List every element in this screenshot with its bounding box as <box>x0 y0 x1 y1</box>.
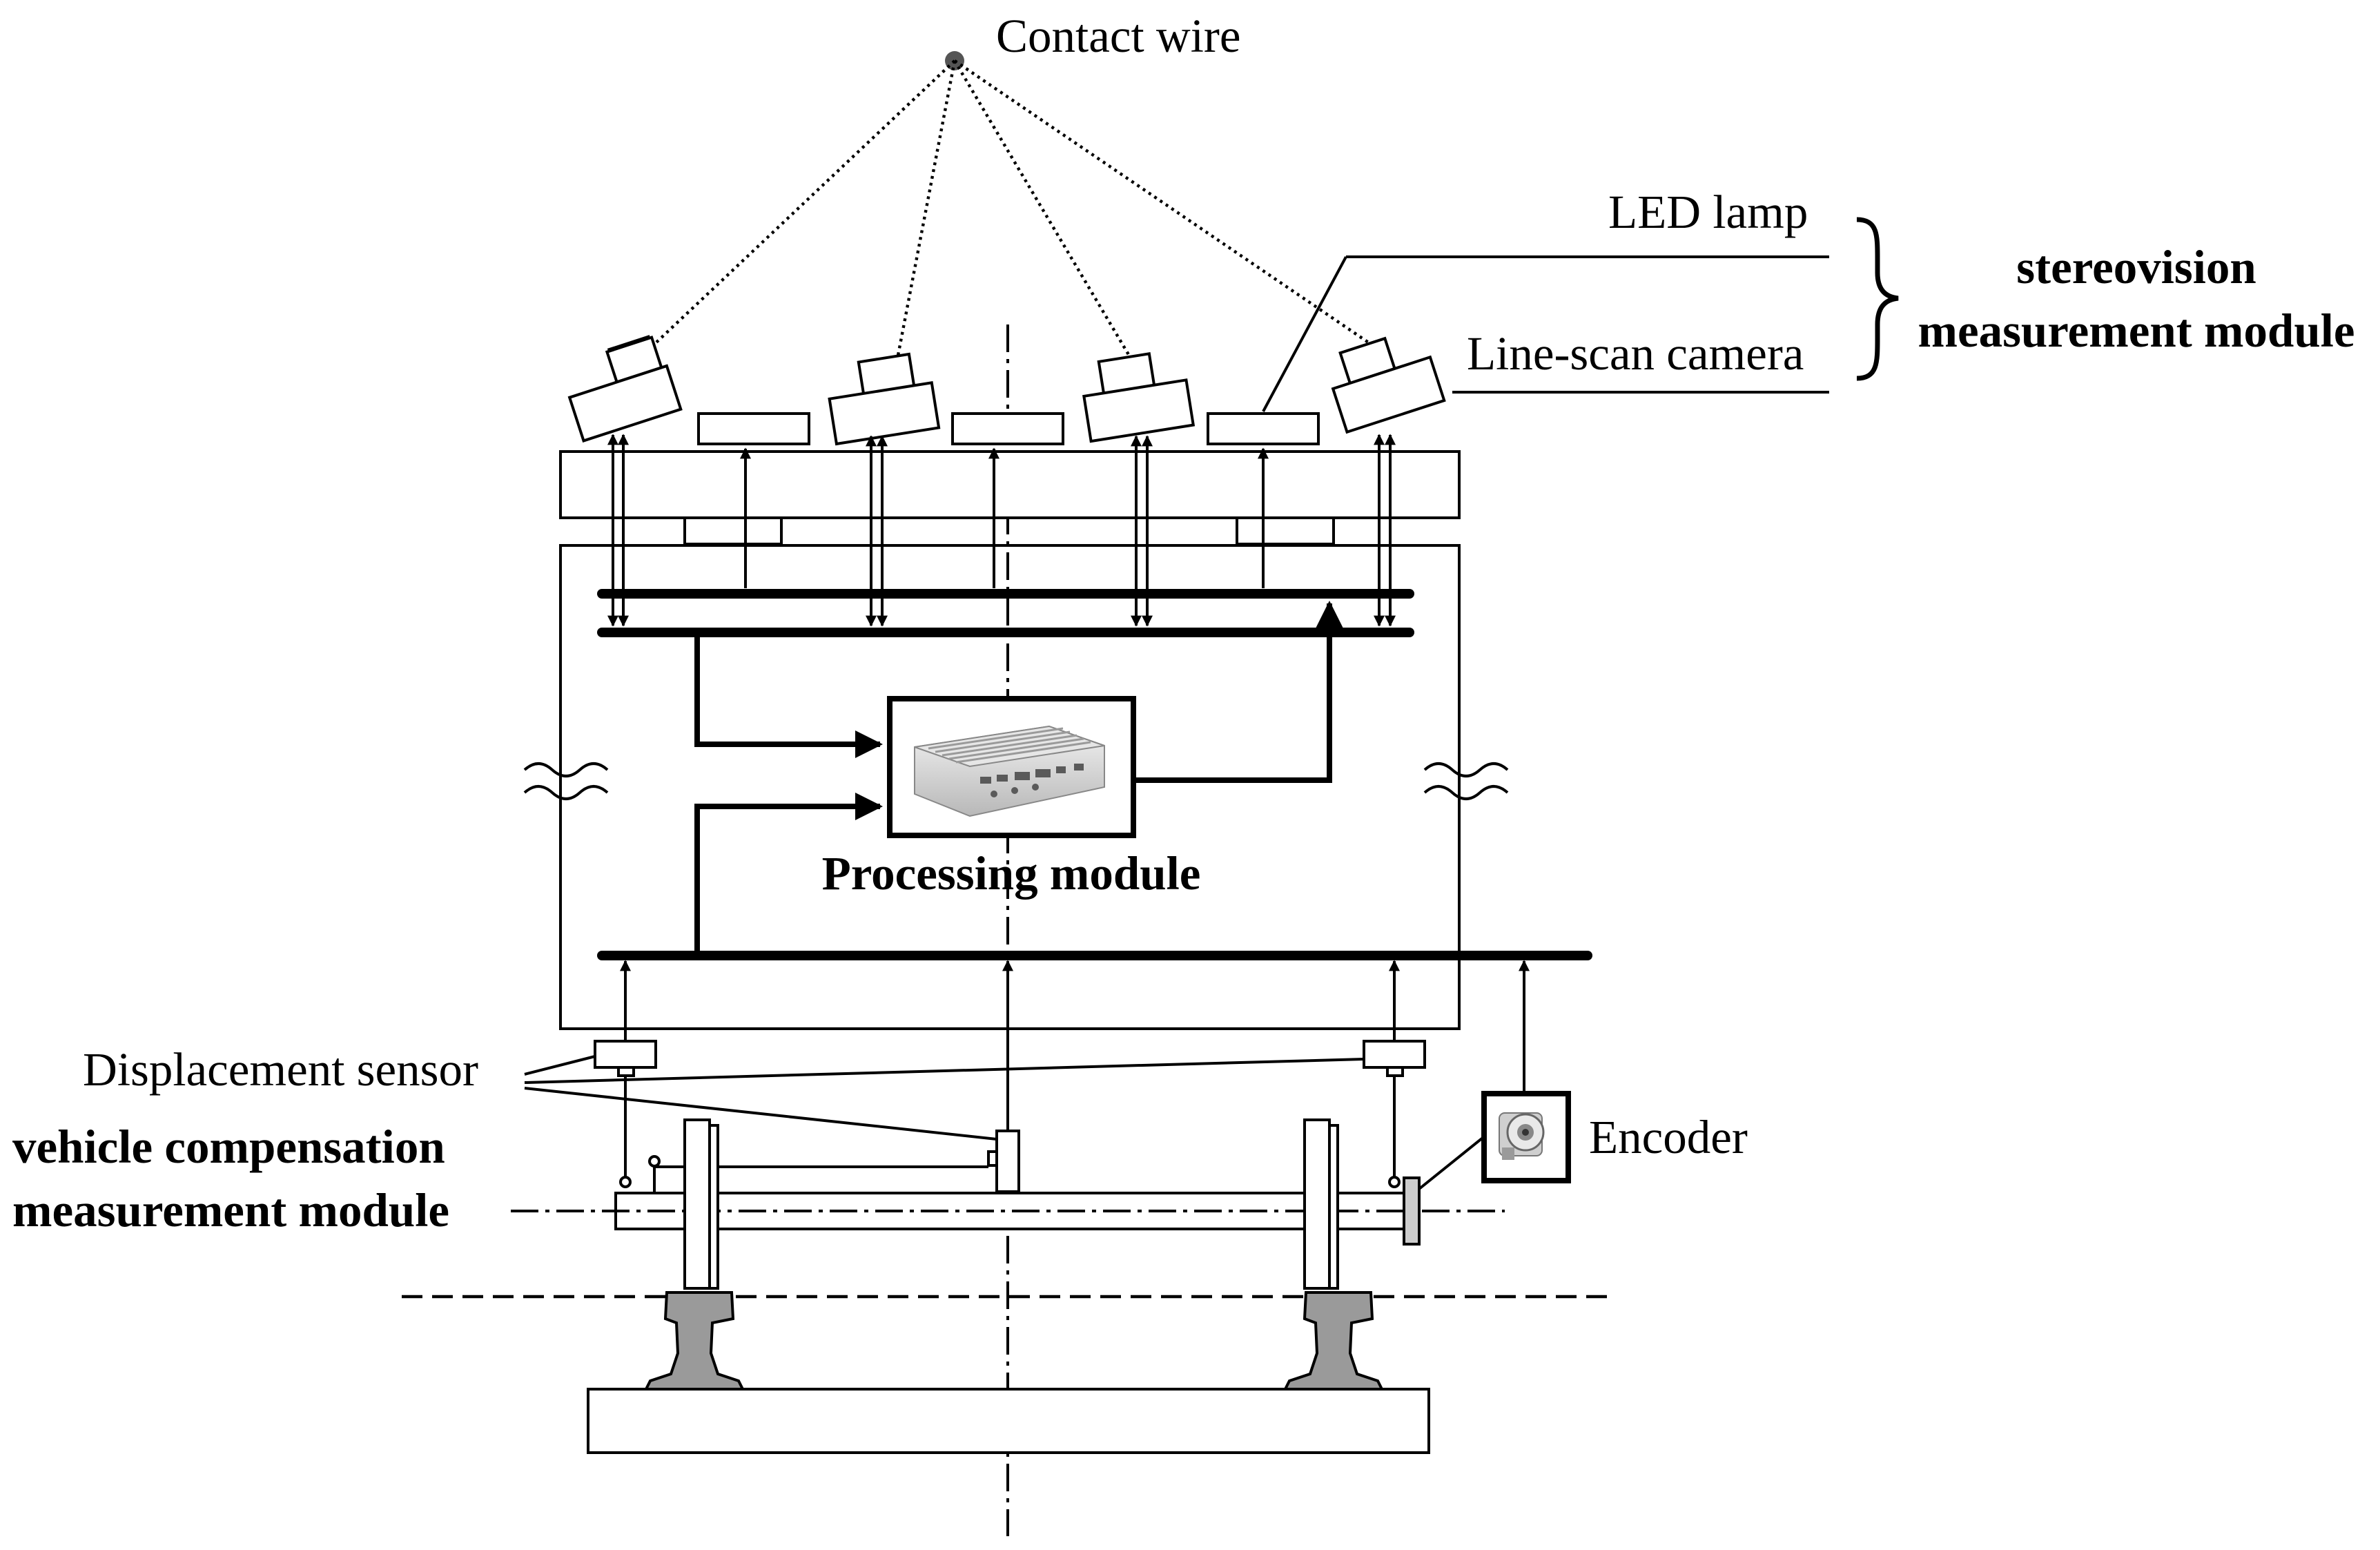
probe-center-tip <box>648 1155 661 1168</box>
displacement-sensor-label: Displacement sensor <box>83 1043 478 1096</box>
displacement-sensor-right-tip <box>1386 1066 1404 1077</box>
break-symbol-right <box>1423 762 1509 800</box>
leader-sensor-left <box>524 1055 596 1076</box>
led-lamp-label: LED lamp <box>1608 186 1808 238</box>
displacement-sensor-left <box>594 1040 657 1069</box>
rail-profile-icon <box>643 1291 745 1391</box>
sight-line-1 <box>646 59 956 352</box>
stereovision-label-line2: measurement module <box>1918 304 2354 357</box>
vehicle-compensation-label-line1: vehicle compensation <box>12 1121 445 1173</box>
led-lamp-3 <box>1207 412 1320 445</box>
encoder-label: Encoder <box>1589 1111 1748 1163</box>
encoder-shaft-mount <box>1403 1176 1421 1246</box>
rail-right <box>1282 1291 1385 1391</box>
break-symbol-left <box>523 762 609 800</box>
displacement-sensor-left-tip <box>617 1066 635 1077</box>
vehicle-body <box>559 544 1461 1030</box>
brace <box>1856 217 1899 381</box>
encoder-connector <box>1418 1136 1484 1190</box>
mount-block-right <box>1236 516 1335 545</box>
sleeper <box>587 1388 1430 1454</box>
probe-left-tip <box>619 1176 632 1188</box>
camera-3 <box>1082 352 1196 443</box>
camera-1 <box>567 336 683 443</box>
industrial-pc-icon <box>914 725 1105 817</box>
camera-4 <box>1331 336 1446 434</box>
displacement-sensor-center <box>995 1130 1020 1193</box>
sight-line-3 <box>953 59 1133 362</box>
led-lamp-leader <box>1262 256 1347 412</box>
camera-2 <box>828 352 941 446</box>
displacement-sensor-center-tip <box>987 1150 998 1167</box>
processing-module-label: Processing module <box>822 847 1201 900</box>
led-lamp-1 <box>697 412 810 445</box>
processing-to-bus-link <box>1136 601 1343 783</box>
vehicle-compensation-label-line2: measurement module <box>12 1184 449 1237</box>
roof-plate <box>559 450 1461 519</box>
bus-to-processing-link <box>694 637 883 758</box>
led-lamp-2 <box>951 412 1064 445</box>
wheel-right <box>1303 1118 1339 1290</box>
stereovision-label-line1: stereovision <box>2016 241 2256 293</box>
wheel-left <box>683 1118 719 1290</box>
probe-right-tip <box>1388 1176 1401 1188</box>
displacement-sensor-right <box>1363 1040 1426 1069</box>
leader-sensor-right <box>524 1058 1365 1084</box>
sensor-bus-to-processing-link <box>694 793 883 951</box>
mount-block-left <box>683 516 783 545</box>
rail-left <box>643 1291 745 1391</box>
contact-wire-label: Contact wire <box>996 10 1240 62</box>
leader-sensor-center <box>524 1087 997 1141</box>
rotary-encoder-icon <box>1499 1112 1545 1160</box>
sight-line-2 <box>895 60 957 360</box>
line-scan-camera-label: Line-scan camera <box>1467 327 1804 380</box>
